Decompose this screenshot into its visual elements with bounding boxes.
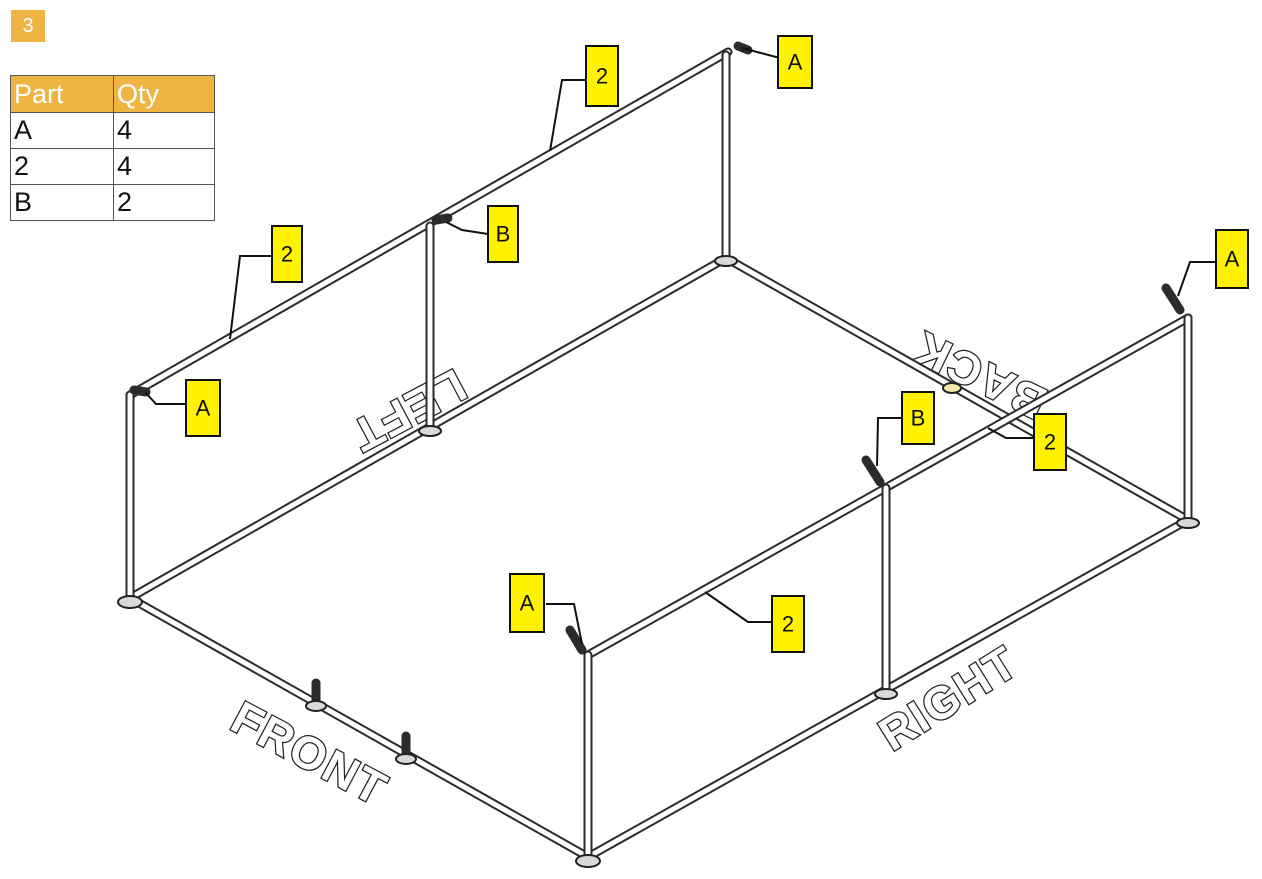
leader-line [876, 417, 902, 467]
fitting-stub [565, 625, 587, 655]
foot [305, 700, 327, 712]
svg-text:A: A [1225, 247, 1240, 272]
svg-text:2: 2 [596, 64, 608, 89]
svg-text:A: A [196, 396, 211, 421]
parts-table: Part Qty A 4 2 4 B 2 [10, 75, 215, 221]
foot [714, 255, 738, 267]
foot [942, 382, 962, 394]
fitting-stub [129, 385, 151, 397]
svg-text:2: 2 [782, 612, 794, 637]
foot [395, 753, 417, 765]
leader-line [229, 255, 272, 340]
step-number-badge: 3 [11, 10, 45, 42]
table-row: A 4 [10, 112, 215, 149]
callout-a-left-front: A [185, 379, 221, 437]
callout-a-right-back: A [1215, 229, 1249, 289]
callout-a-back-top: A [777, 35, 813, 89]
svg-text:B: B [496, 222, 511, 247]
qty-cell: 4 [113, 148, 215, 185]
leader-line [546, 603, 583, 645]
qty-cell: 2 [113, 184, 215, 221]
fitting-stub [861, 455, 885, 487]
foot [874, 688, 898, 700]
leader-line [1177, 261, 1216, 297]
part-cell: B [10, 184, 114, 221]
svg-text:2: 2 [1044, 430, 1056, 455]
callout-2-top-front: 2 [271, 225, 303, 283]
callout-2-top-rear: 2 [585, 45, 619, 107]
svg-text:A: A [520, 591, 535, 616]
foot [575, 854, 601, 868]
table-row: 2 4 [10, 148, 215, 185]
parts-table-header-row: Part Qty [10, 75, 215, 113]
callout-2-right-back: 2 [1033, 413, 1067, 471]
leader-line [987, 427, 1034, 439]
callout-2-right-front: 2 [771, 595, 805, 653]
callout-b-left-mid: B [487, 205, 519, 263]
svg-text:B: B [911, 406, 926, 431]
svg-text:A: A [788, 50, 803, 75]
leader-line [145, 392, 186, 405]
leader-line [704, 591, 772, 623]
leader-lines [145, 47, 1216, 645]
leader-line [445, 221, 489, 235]
part-cell: 2 [10, 148, 114, 185]
foot [1176, 517, 1200, 529]
callout-a-front-right: A [509, 573, 545, 633]
foot [117, 595, 143, 609]
leader-line [549, 79, 586, 152]
fitting-stub [431, 213, 453, 225]
frame-feet [117, 255, 1200, 868]
parts-table-header-part: Part [10, 75, 114, 113]
table-row: B 2 [10, 184, 215, 221]
svg-text:2: 2 [281, 242, 293, 267]
qty-cell: 4 [113, 112, 215, 149]
foot [418, 425, 442, 437]
callout-b-right-mid: B [901, 391, 935, 445]
fitting-stub [1161, 283, 1185, 315]
